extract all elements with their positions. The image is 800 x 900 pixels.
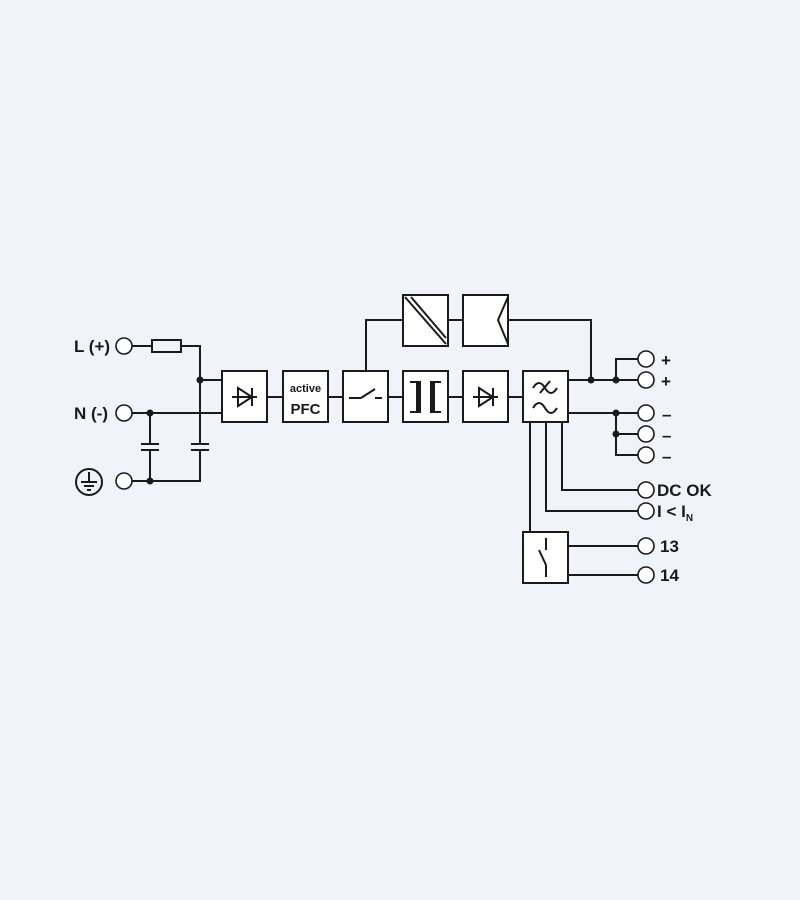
main-wiring: [267, 319, 592, 398]
switch-icon: [349, 388, 382, 399]
diode-icon: [232, 386, 257, 408]
label-minus-2: –: [662, 426, 671, 445]
label-current-limit: I < IN: [657, 502, 693, 524]
terminal-current: [637, 502, 655, 520]
label-13: 13: [660, 537, 679, 556]
label-neutral: N (-): [74, 404, 108, 423]
input-wiring: [132, 339, 222, 485]
pfc-label-pfc: PFC: [291, 401, 321, 418]
capacitor-icon: [141, 413, 159, 481]
switch-block: [342, 370, 389, 423]
terminal-minus-1: [637, 404, 655, 422]
protective-earth-icon: [75, 468, 103, 496]
pfc-block: active PFC: [282, 370, 329, 423]
relay-block: [522, 531, 569, 584]
label-dc-ok: DC OK: [657, 481, 713, 500]
terminal-minus-3: [637, 446, 655, 464]
relay-contact-icon: [538, 538, 547, 577]
filter-icon: [532, 380, 558, 414]
dcdc-converter-block: [402, 294, 449, 347]
control-block: [462, 294, 509, 347]
rectifier-block: [221, 370, 268, 423]
terminal-pe: [115, 472, 133, 490]
terminal-plus-1: [637, 350, 655, 368]
label-line: L (+): [74, 337, 110, 356]
label-minus-3: –: [662, 447, 671, 466]
transformer-icon: [410, 381, 441, 413]
diode-icon: [473, 386, 498, 408]
terminal-plus-2: [637, 371, 655, 389]
label-plus-2: +: [661, 372, 671, 391]
label-14: 14: [660, 566, 679, 585]
terminal-dc-ok: [637, 481, 655, 499]
transformer-block: [402, 370, 449, 423]
filter-block: [522, 370, 569, 423]
terminal-l: [115, 337, 133, 355]
label-minus-1: –: [662, 405, 671, 424]
output-wiring: [529, 358, 638, 576]
terminal-n: [115, 404, 133, 422]
terminal-13: [637, 537, 655, 555]
pfc-label-active: active: [290, 383, 321, 395]
terminal-minus-2: [637, 425, 655, 443]
output-rectifier-block: [462, 370, 509, 423]
capacitor-icon: [191, 443, 209, 451]
fuse-icon: [151, 339, 182, 353]
label-plus-1: +: [661, 351, 671, 370]
terminal-14: [637, 566, 655, 584]
